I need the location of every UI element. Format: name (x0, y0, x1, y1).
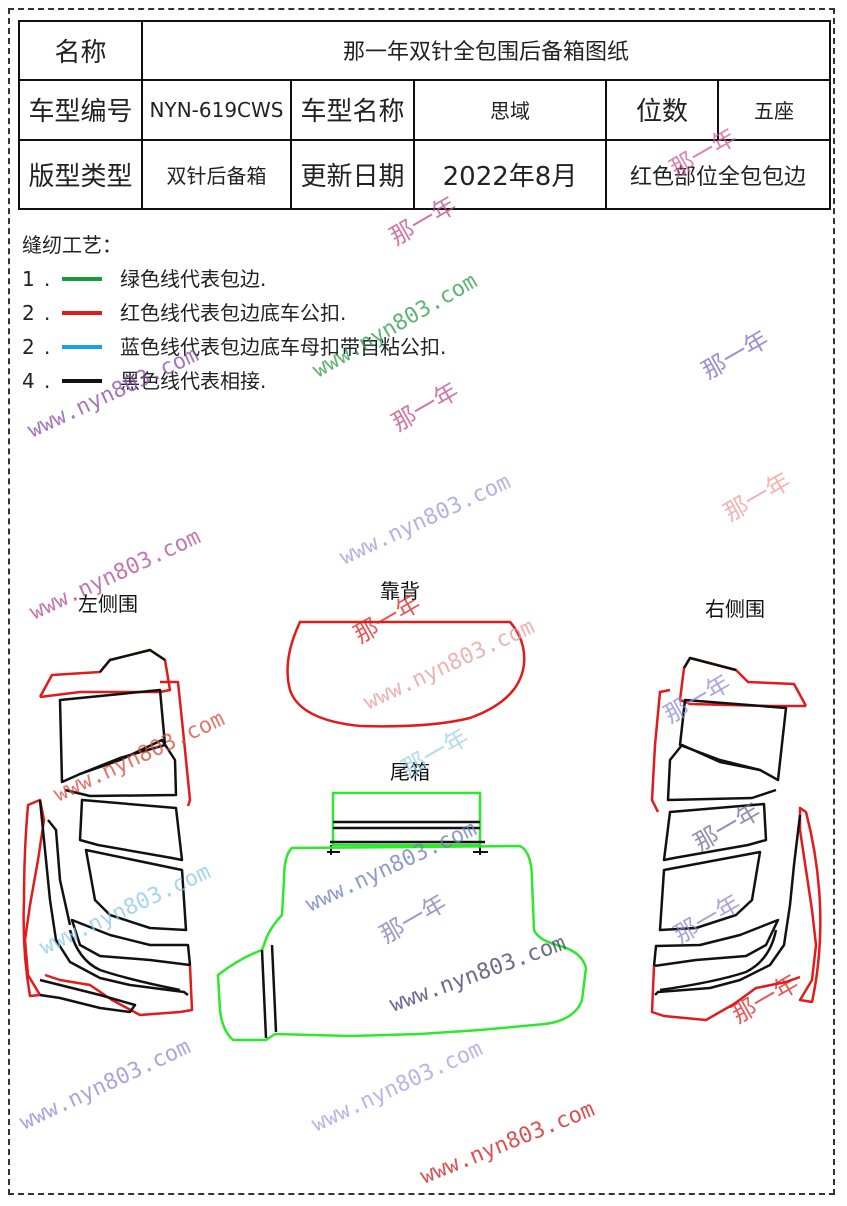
label-right-side: 右侧围 (705, 597, 765, 621)
instruction-number: 1 (22, 267, 35, 291)
seats-label: 位数 (605, 78, 719, 142)
instruction-text: 绿色线代表包边. (120, 267, 267, 291)
trunk-lid-strip (327, 791, 488, 855)
watermark-url: www.nyn803.com (308, 1036, 487, 1137)
remark-value: 红色部位全包包边 (604, 139, 832, 210)
name-value: 那一年双针全包围后备箱图纸 (140, 20, 832, 81)
watermark-url: www.nyn803.com (387, 931, 570, 1018)
watermark-url: www.nyn803.com (309, 269, 482, 383)
instruction-item: 1. 绿色线代表包边. (22, 262, 446, 296)
model-code-label: 车型编号 (18, 78, 143, 142)
green-line-swatch (62, 277, 102, 281)
instruction-number: 2 (22, 335, 35, 359)
watermark-brand: 那一年 (375, 889, 451, 949)
right-side-panel (650, 656, 822, 1022)
type-label: 版型类型 (18, 139, 143, 210)
watermark-brand: 那一年 (397, 723, 473, 783)
watermark-url: www.nyn803.com (336, 469, 515, 570)
seats-value: 五座 (716, 78, 832, 142)
name-label: 名称 (18, 20, 143, 81)
black-line-swatch (62, 379, 102, 383)
red-line-swatch (62, 311, 102, 315)
model-code-value: NYN-619CWS (141, 78, 292, 142)
watermark-brand: 那一年 (719, 467, 795, 527)
instruction-number: 2 (22, 301, 35, 325)
watermark-url: www.nyn803.com (24, 342, 203, 443)
instruction-item: 2. 红色线代表包边底车公扣. (22, 296, 446, 330)
label-trunk: 尾箱 (390, 760, 430, 784)
model-name-value: 思域 (413, 78, 607, 142)
watermark-brand: 那一年 (697, 325, 773, 385)
watermark-layer: www.nyn803.com www.nyn803.com www.nyn803… (16, 123, 803, 1190)
trunk-seam (260, 944, 278, 1039)
sewing-instructions: 缝纫工艺： 1. 绿色线代表包边. 2. 红色线代表包边底车公扣. 2. 蓝色线… (22, 228, 446, 398)
backrest-panel (286, 620, 526, 728)
watermark-brand: 那一年 (385, 191, 461, 251)
watermark-url: www.nyn803.com (302, 816, 481, 917)
watermark-url: www.nyn803.com (16, 1034, 195, 1135)
label-backrest: 靠背 (380, 579, 420, 603)
watermark-brand: 那一年 (387, 377, 463, 437)
updated-value: 2022年8月 (413, 139, 607, 210)
watermark-brand: 那一年 (659, 669, 735, 729)
watermark-brand: 那一年 (665, 123, 741, 183)
watermark-brand: 那一年 (669, 889, 745, 949)
updated-label: 更新日期 (290, 139, 415, 210)
instruction-text: 红色线代表包边底车公扣. (120, 301, 347, 325)
instruction-item: 4. 黑色线代表相接. (22, 364, 446, 398)
watermark-url: www.nyn803.com (417, 1097, 598, 1190)
instruction-text: 蓝色线代表包边底车母扣带自粘公扣. (120, 335, 447, 359)
left-side-panel (22, 648, 194, 1017)
instruction-item: 2. 蓝色线代表包边底车母扣带自粘公扣. (22, 330, 446, 364)
model-name-label: 车型名称 (290, 78, 415, 142)
label-left-side: 左侧围 (78, 592, 138, 616)
watermark-brand: 那一年 (727, 969, 803, 1029)
page-frame (8, 8, 835, 1195)
instruction-text: 黑色线代表相接. (120, 369, 267, 393)
spec-table: 名称 那一年双针全包围后备箱图纸 车型编号 NYN-619CWS 车型名称 思域… (18, 20, 832, 210)
trunk-floor-panel (216, 844, 588, 1042)
instructions-title: 缝纫工艺： (22, 233, 122, 257)
instruction-number: 4 (22, 369, 35, 393)
type-value: 双针后备箱 (141, 139, 292, 210)
blue-line-swatch (62, 345, 102, 349)
watermark-url: www.nyn803.com (50, 706, 229, 807)
